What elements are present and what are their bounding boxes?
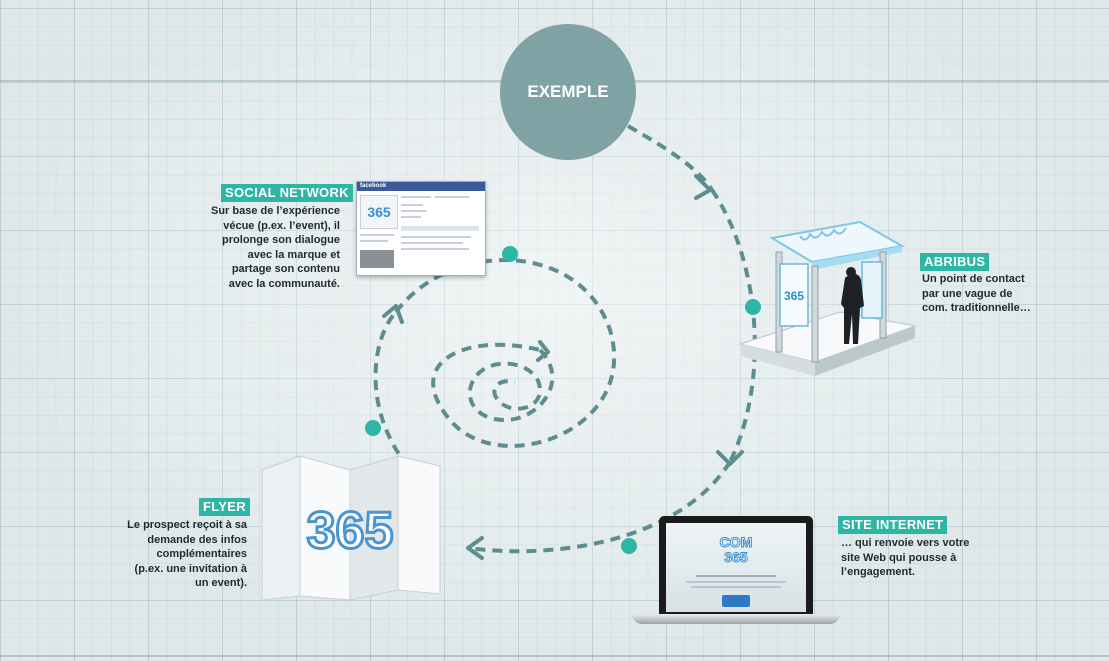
desc-line: demande des infos xyxy=(147,533,247,546)
desc-line: com. traditionnelle… xyxy=(922,302,1031,314)
path-segment-flyer-to-social xyxy=(373,310,422,482)
com-logo-bottom: 365 xyxy=(724,549,748,565)
facebook-profile-logo: 365 xyxy=(360,195,398,229)
node-abribus xyxy=(745,299,761,315)
divider-bottom xyxy=(0,655,1109,657)
path-segment-core xyxy=(467,348,555,423)
desc-line: par une vague de xyxy=(922,287,1013,300)
flyer-tag: FLYER xyxy=(199,498,250,516)
social-network-description: Sur base de l’expérience vécue (p.ex. l’… xyxy=(211,204,340,291)
node-social xyxy=(502,246,518,262)
arrow-head-2 xyxy=(716,450,744,466)
spiral-path xyxy=(373,124,757,554)
desc-line: l’engagement. xyxy=(841,566,915,578)
arrow-head-5 xyxy=(536,340,550,362)
svg-text:365: 365 xyxy=(784,289,804,303)
arrow-head-1 xyxy=(694,174,712,200)
exemple-title: EXEMPLE xyxy=(527,82,609,101)
desc-line: site Web qui pousse à xyxy=(841,551,957,564)
fb-text-line xyxy=(435,196,469,198)
path-segment-abribus-to-site xyxy=(710,188,757,463)
desc-line: Le prospect reçoit à sa xyxy=(127,519,247,531)
fb-text-line xyxy=(360,240,388,242)
node-flyer xyxy=(365,420,381,436)
fb-friends-photos xyxy=(360,250,394,268)
site-text-line xyxy=(686,581,786,583)
fb-text-line xyxy=(401,248,469,250)
node-site xyxy=(621,538,637,554)
abribus-description: Un point de contact par une vague de com… xyxy=(922,272,1031,316)
fb-text-line xyxy=(401,196,431,198)
laptop-base xyxy=(632,614,840,624)
fb-text-line xyxy=(360,234,394,236)
facebook-logo: facebook xyxy=(357,182,485,191)
fb-wall-bar xyxy=(401,226,479,231)
path-segment-social-inner xyxy=(394,258,617,448)
arrow-head-4 xyxy=(382,304,404,324)
desc-line: complémentaires xyxy=(156,548,247,560)
site-internet-tag: SITE INTERNET xyxy=(838,516,948,534)
bus-shelter-illustration: 365 xyxy=(738,220,917,376)
fb-text-line xyxy=(401,216,421,218)
social-network-tag: SOCIAL NETWORK xyxy=(221,184,353,202)
folded-map-illustration: 365 xyxy=(261,455,441,601)
site-internet-description: … qui renvoie vers votre site Web qui po… xyxy=(841,536,969,580)
fb-text-line xyxy=(401,210,427,212)
desc-line: Un point de contact xyxy=(922,273,1025,285)
arrow-head-3 xyxy=(466,536,484,560)
fb-text-line xyxy=(401,204,423,206)
desc-line: avec la communauté. xyxy=(228,277,340,290)
desc-line: (p.ex. une invitation à xyxy=(134,562,247,575)
fb-text-line xyxy=(401,242,463,244)
fb-text-line xyxy=(401,236,471,238)
site-text-line xyxy=(696,575,776,577)
facebook-page-screenshot: facebook 365 xyxy=(356,181,486,276)
flyer-description: Le prospect reçoit à sa demande des info… xyxy=(127,518,247,591)
site-text-line xyxy=(691,586,781,588)
website-screenshot: COM 365 xyxy=(666,523,806,612)
desc-line: prolonge son dialogue xyxy=(222,234,340,246)
abribus-tag: ABRIBUS xyxy=(920,253,990,271)
svg-text:365: 365 xyxy=(307,502,394,560)
desc-line: partage son contenu xyxy=(231,263,340,275)
profile-logo-text: 365 xyxy=(367,204,391,220)
laptop-screen: COM 365 xyxy=(659,516,813,616)
desc-line: un event). xyxy=(195,577,247,589)
com-logo-top: COM xyxy=(719,534,753,550)
desc-line: Sur base de l’expérience xyxy=(210,205,340,217)
path-segment-site-to-flyer xyxy=(467,460,732,554)
desc-line: avec la marque et xyxy=(247,248,340,261)
exemple-circle: EXEMPLE xyxy=(500,24,636,160)
site-cta-button xyxy=(722,595,750,607)
desc-line: … qui renvoie vers votre xyxy=(841,537,970,549)
desc-line: vécue (p.ex. l’event), il xyxy=(223,219,340,232)
